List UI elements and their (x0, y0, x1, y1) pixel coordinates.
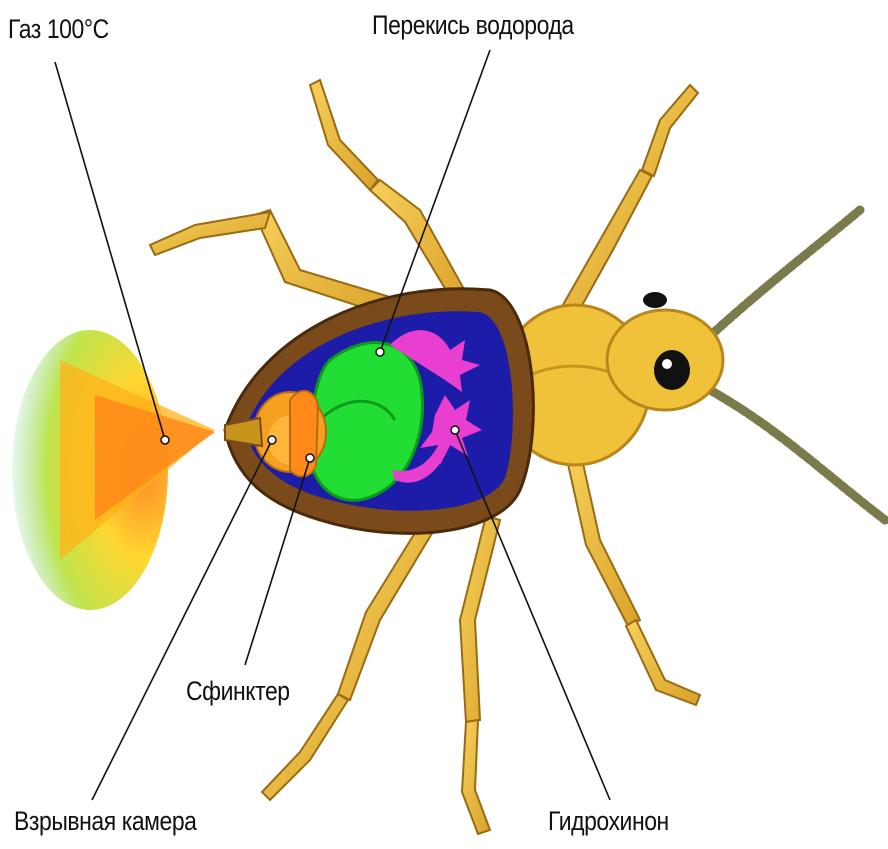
beetle-head (607, 292, 723, 410)
dot-chamber (268, 436, 276, 444)
label-sphincter: Сфинктер (186, 676, 290, 707)
dot-hydroquinone (451, 426, 459, 434)
dot-peroxide (376, 348, 384, 356)
label-hydroquinone: Гидрохинон (548, 806, 669, 837)
beetle-abdomen (225, 289, 533, 534)
antennae (700, 210, 885, 520)
gas-spray (12, 330, 215, 610)
label-hydrogen-peroxide: Перекись водорода (372, 10, 574, 41)
dot-gas (161, 436, 169, 444)
dot-sphincter (306, 454, 314, 462)
label-explosion-chamber: Взрывная камера (14, 806, 197, 837)
label-gas: Газ 100°C (8, 14, 109, 45)
